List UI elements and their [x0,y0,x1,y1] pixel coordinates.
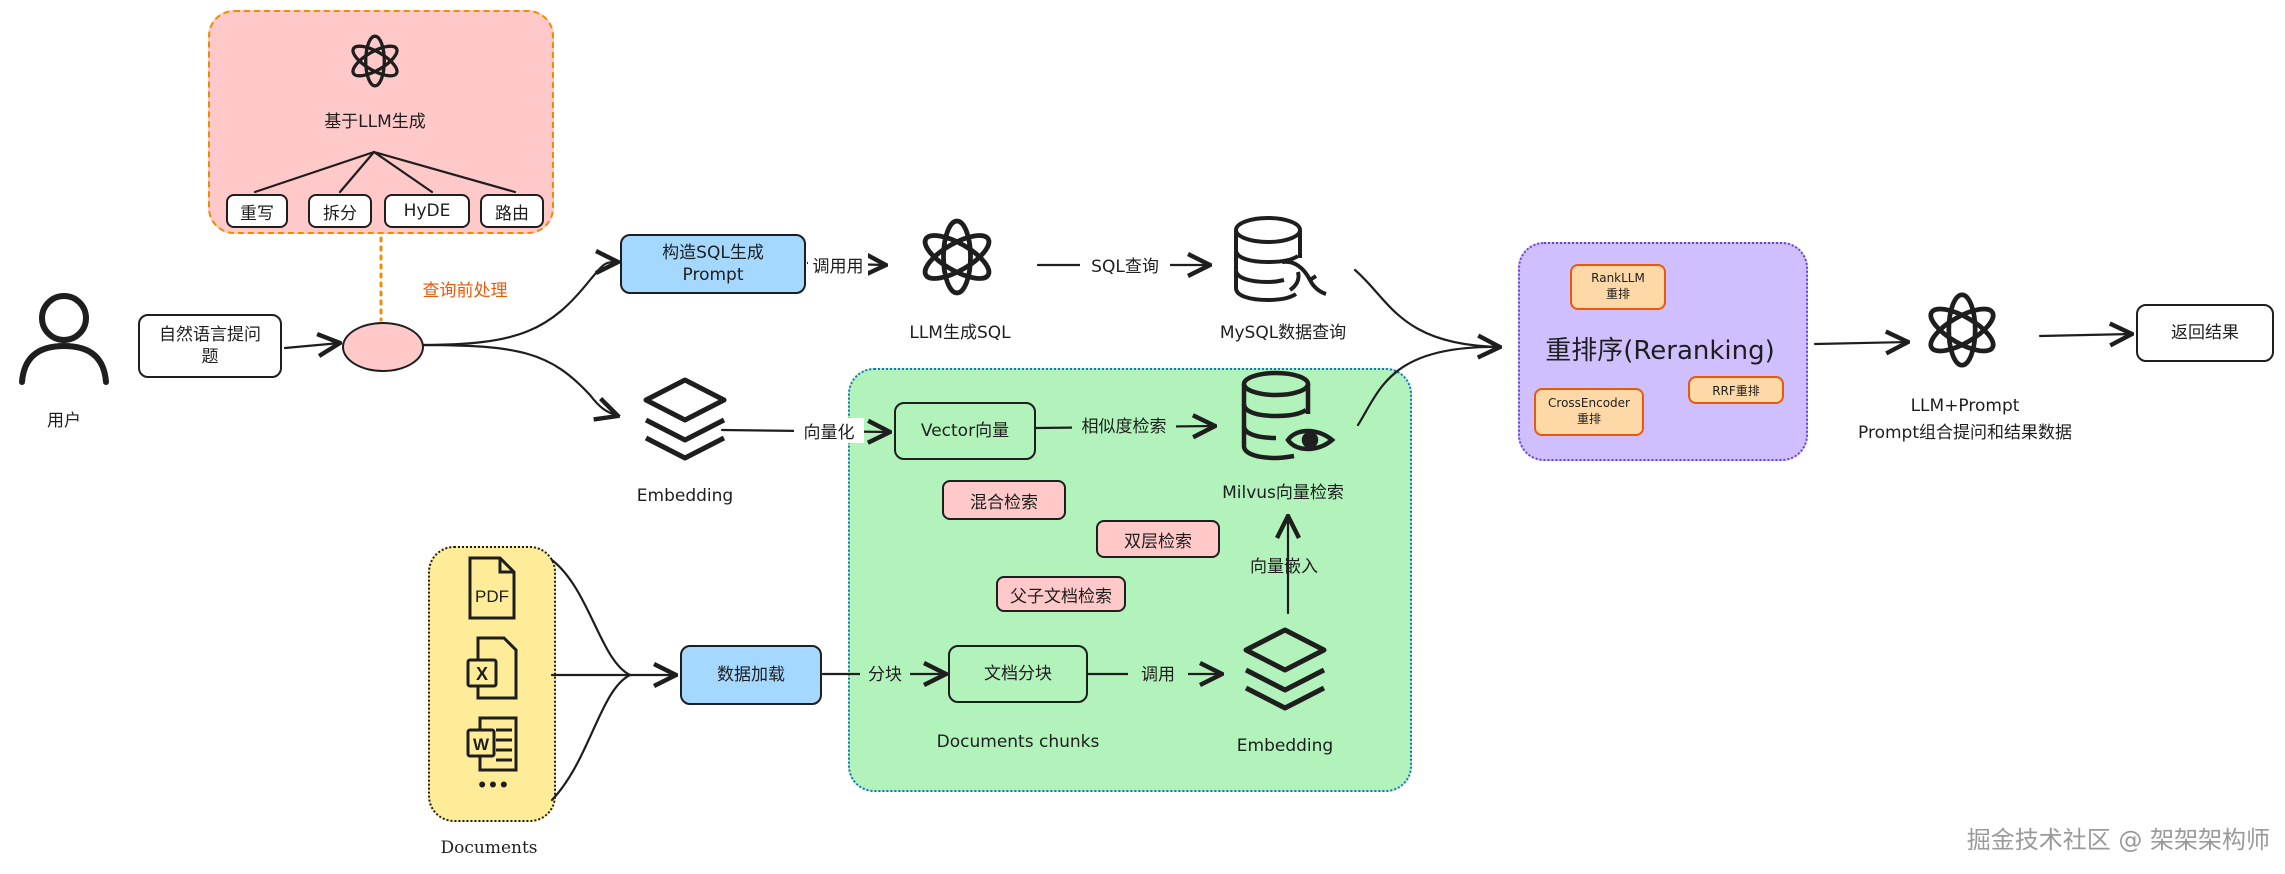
embedding-layers-icon-2 [1243,627,1327,711]
llm-generation-label: 基于LLM生成 [324,112,426,132]
svg-text:W: W [473,735,490,754]
embedding-label: Embedding [636,486,734,506]
hyde-tag: HyDE [384,194,470,228]
svg-text:PDF: PDF [475,587,509,606]
vector-box: Vector向量 [894,402,1036,460]
rrf-tag: RRF重排 [1688,376,1784,404]
user-icon [19,293,109,385]
data-loading-box: 数据加载 [680,645,822,705]
call-edge-label-2: 调用 [1128,660,1188,685]
prompt-combine-label: Prompt组合提问和结果数据 [1858,423,2072,443]
return-result-box: 返回结果 [2136,304,2274,362]
crossencoder-line1: CrossEncoder [1548,396,1630,411]
rankllm-line2: 重排 [1605,287,1630,301]
pdf-file-icon: PDF [468,556,516,620]
excel-file-icon: X [466,636,518,700]
openai-logo-icon [922,218,992,296]
chunking-edge-label: 分块 [860,660,910,685]
document-split-box: 文档分块 [948,645,1088,703]
query-router-node [342,322,424,372]
mysql-database-icon [1234,216,1327,303]
crossencoder-line2: 重排 [1576,412,1601,426]
query-preprocessing-label: 查询前处理 [422,281,508,301]
dual-layer-search-tag: 双层检索 [1096,520,1220,558]
openai-logo-icon [351,34,399,88]
milvus-database-icon [1241,370,1336,461]
call-edge-label: 调用用 [808,252,868,277]
llm-prompt-label: LLM+Prompt [1910,396,2020,416]
more-files-ellipsis: ••• [476,776,510,796]
rankllm-tag: RankLLM 重排 [1570,264,1666,310]
split-tag: 拆分 [308,194,372,228]
embedding-label-2: Embedding [1236,736,1334,756]
sql-prompt-box: 构造SQL生成Prompt [620,234,806,294]
svg-text:X: X [476,664,488,684]
documents-chunks-label: Documents chunks [936,732,1100,752]
natural-language-question-box: 自然语言提问题 [138,314,282,378]
vector-embed-edge-label: 向量嵌入 [1250,557,1318,577]
hybrid-search-tag: 混合检索 [942,480,1066,520]
embedding-layers-icon [643,377,727,461]
crossencoder-tag: CrossEncoder 重排 [1534,388,1644,436]
llm-sql-label: LLM生成SQL [909,323,1011,343]
vectorize-edge-label: 向量化 [794,418,864,443]
user-label: 用户 [47,411,81,431]
openai-logo-icon-2 [1928,292,1996,368]
mysql-query-label: MySQL数据查询 [1219,323,1347,343]
documents-label: Documents [440,838,538,858]
rankllm-line1: RankLLM [1591,271,1645,286]
parent-child-doc-search-tag: 父子文档检索 [996,576,1126,612]
similarity-search-edge-label: 相似度检索 [1072,412,1176,437]
watermark: 掘金技术社区 @ 架架架构师 [1966,826,2270,854]
milvus-vector-search-label: Milvus向量检索 [1222,483,1344,503]
sql-query-edge-label: SQL查询 [1080,252,1170,277]
reranking-title: 重排序(Reranking) [1545,336,1775,366]
rewrite-tag: 重写 [226,194,288,228]
route-tag: 路由 [480,194,544,228]
word-file-icon: W [466,716,518,772]
